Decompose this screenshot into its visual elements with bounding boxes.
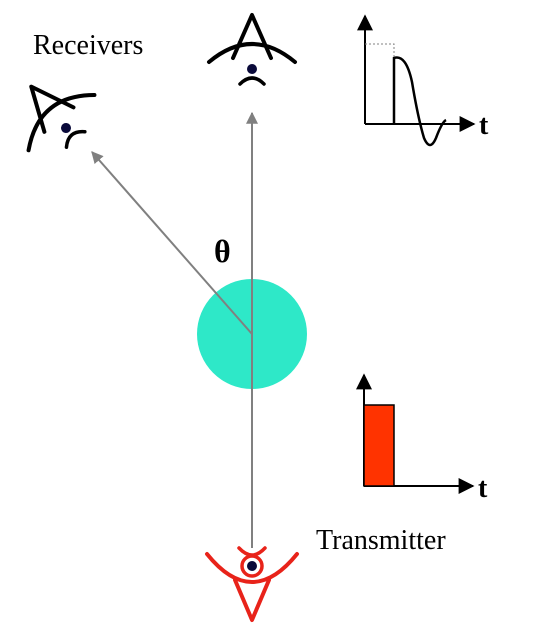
sensor-dot bbox=[247, 561, 257, 571]
original-pulse-outline bbox=[365, 43, 395, 124]
transmitted-pulse-plot: t bbox=[356, 373, 488, 504]
received-waveform bbox=[392, 56, 447, 147]
transmitted-pulse bbox=[363, 404, 395, 487]
theta-label: θ bbox=[214, 233, 231, 269]
received-time-axis-label: t bbox=[479, 110, 489, 141]
transmitter-icon bbox=[205, 546, 299, 622]
receivers-label: Receivers bbox=[33, 30, 143, 61]
sensor-dot bbox=[61, 123, 71, 133]
receiver-left-icon bbox=[26, 84, 97, 153]
sensor-dot bbox=[247, 64, 257, 74]
transmitted-time-axis-label: t bbox=[478, 473, 488, 504]
angled-scattered-ray bbox=[91, 151, 253, 335]
transmitter-label: Transmitter bbox=[316, 525, 446, 556]
received-signal-plot: t bbox=[357, 14, 489, 147]
receiver-top-icon bbox=[207, 13, 297, 86]
